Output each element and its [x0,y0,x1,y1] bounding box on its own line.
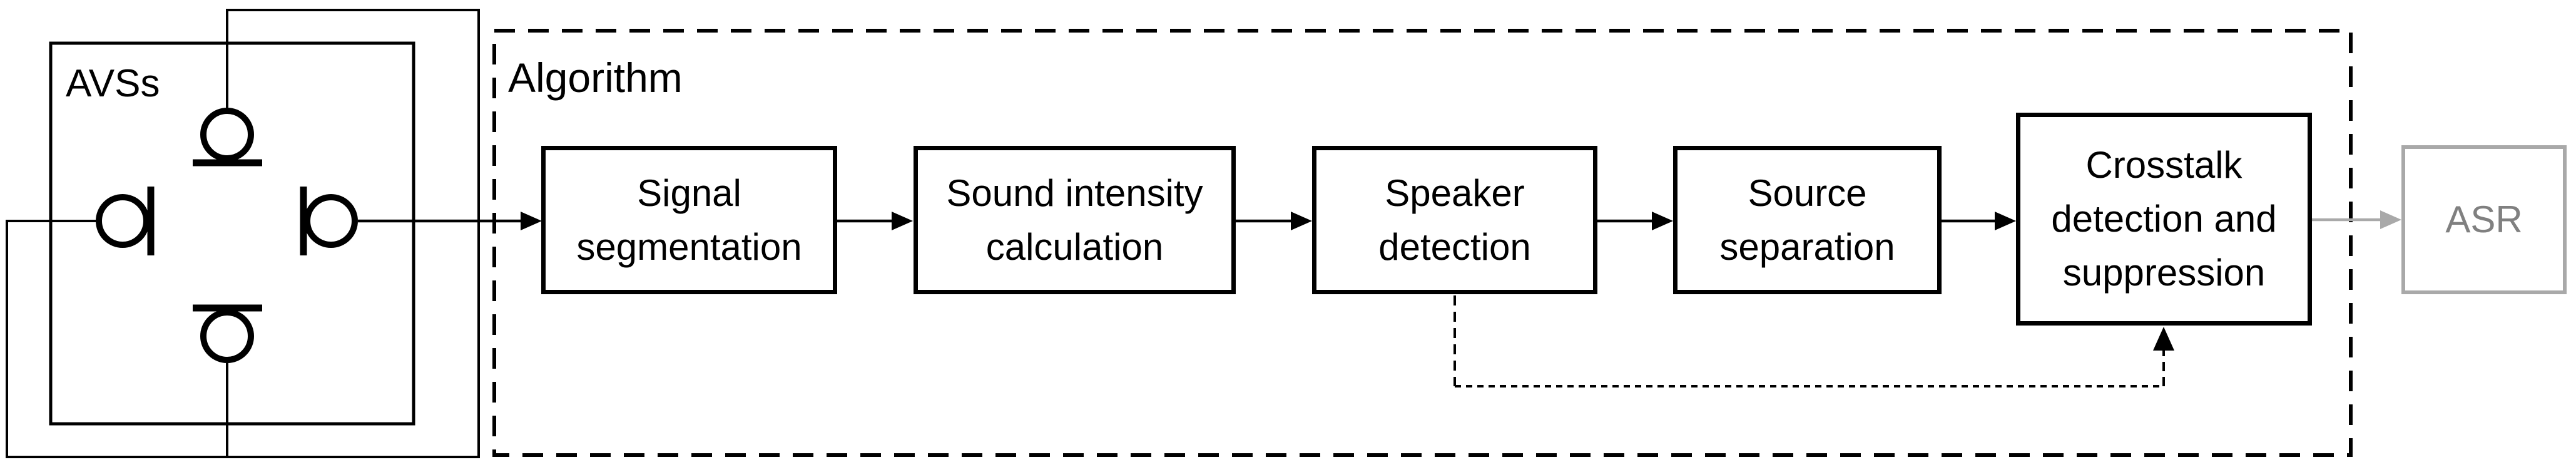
signal-segmentation-line2: segmentation [576,225,802,268]
feedback-dashed-arrow [1453,295,2174,387]
crosstalk-line3: suppression [2062,252,2266,294]
source-separation-box: Source separation [1673,146,1942,294]
arrow-crosstalk-to-asr [2312,210,2401,229]
sound-intensity-line1: Sound intensity [946,172,1203,214]
avs-box-outline [49,41,415,426]
source-separation-line2: separation [1719,225,1895,268]
speaker-detection-line2: detection [1378,225,1531,268]
microphone-icon-left [96,187,155,255]
crosstalk-line1: Crosstalk [2085,144,2243,186]
algorithm-dashed-border [492,29,2353,457]
signal-segmentation-line1: Signal [637,172,741,214]
arrow-speaker-to-source [1597,212,1673,230]
sound-intensity-calculation-box: Sound intensity calculation [914,146,1236,294]
source-separation-line1: Source [1748,172,1867,214]
asr-box: ASR [2401,145,2567,294]
asr-label: ASR [2445,198,2523,240]
microphone-icon-right [300,187,358,255]
avs-array-label: AVSs [66,62,160,105]
speaker-detection-box: Speaker detection [1312,146,1597,294]
microphone-icon-bottom [193,304,262,363]
arrow-source-to-crosstalk [1942,212,2016,230]
arrow-signal-to-intensity [837,212,913,230]
algorithm-container-label: Algorithm [508,54,683,101]
speaker-detection-line1: Speaker [1385,172,1525,214]
avs-wire-loop [6,9,480,458]
crosstalk-detection-suppression-box: Crosstalk detection and suppression [2016,113,2312,326]
arrow-intensity-to-speaker [1236,212,1312,230]
arrow-avs-to-signal-segmentation [358,212,542,230]
signal-segmentation-box: Signal segmentation [541,146,837,294]
crosstalk-line2: detection and [2051,198,2277,240]
microphone-icon-top [193,108,262,167]
sound-intensity-line2: calculation [985,225,1164,268]
